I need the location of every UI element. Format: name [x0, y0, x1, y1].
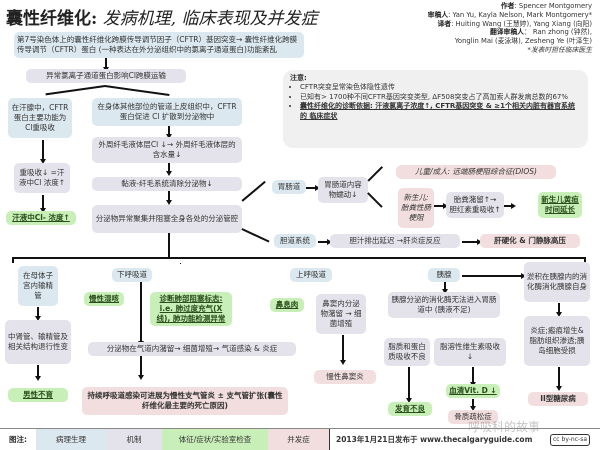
sinus-retention-box: 鼻窦内分泌物潴留 → 细菌增殖 [316, 294, 366, 334]
male-infertility-sign: 男性不育 [8, 388, 68, 402]
other-epithelia-box: 在身体其他部位的管道上皮组织中，CFTR蛋白促进 Cl 扩散到分泌物中 [92, 98, 242, 126]
mucociliary-box: 黏液-纤毛系统清除分泌物↓ [92, 177, 242, 191]
dios-box: 儿童/成人: 远端肠梗阻综合征(DIOS) [396, 165, 556, 179]
legend-signs-symptoms: 体征/症状/实验室检查 [162, 429, 268, 450]
notes-panel: 注意: CFTR突变呈常染色体隐性遗传 已知有> 1700种不同CFTR基因突变… [283, 70, 588, 148]
pancreatic-inflammation-box: 炎症;瘢痕增生& 脂肪组织渗透;胰岛细胞受损 [524, 316, 590, 366]
secretions-box: 分泌物异常聚集并阻塞全身各处的分泌管腔 [92, 205, 242, 233]
failure-to-thrive-sign: 发育不良 [388, 402, 432, 416]
fat-vitamin-malabsorption-box: 脂溶性维生素吸收↓ [434, 338, 506, 366]
legend-complications: 并发症 [268, 429, 330, 450]
legend-bar: 图注: 病理生理 机制 体征/症状/实验室检查 并发症 2013年1月21日发布… [0, 428, 600, 450]
cc-license-icon: cc by-nc-sa [550, 433, 590, 446]
legend-label: 图注: [9, 435, 27, 444]
biliary-box: 胆道系统 [274, 234, 316, 248]
chronic-cough-sign: 慢性湿咳 [84, 292, 124, 306]
cftr-mutation-box: 第7号染色体上的囊性纤维化跨膜传导调节因子（CFTR）基因突变→ 囊性纤维化跨膜… [14, 32, 304, 58]
abnormal-channel-box: 异常氯离子通道蛋白影响Cl跨膜运输 [26, 69, 186, 83]
reabsorption-box: 重吸收↓ =汗液中Cl 浓度↑ [14, 163, 70, 193]
vas-deferens-box: 在母体子宫内输精管 [18, 266, 58, 306]
page-title: 囊性纤维化: 发病机理, 临床表现及并发症 [6, 9, 318, 29]
airway-retention-box: 分泌物在气道内潴留→ 细菌增殖→ 气道感染 & 炎症 [88, 342, 296, 356]
meconium-retention-box: 胎粪潴留↑→ 胆红素重吸收↑ [446, 192, 504, 218]
osteoporosis-box: 骨质疏松症 [448, 410, 498, 424]
chronic-sinusitis-box: 慢性鼻窦炎 [314, 370, 376, 384]
meconium-ileus-box: 新生儿:胎粪性肠梗阻 [398, 188, 434, 228]
asl-box: 外周纤毛液体层Cl ↓→ 外周纤毛液体层的含水量↓ [92, 137, 242, 163]
neonatal-jaundice-sign: 新生儿黄疸时间延长 [538, 192, 582, 218]
sweat-chloride-sign: 汗液中Cl- 浓度↑ [6, 211, 76, 225]
degeneration-box: 中肾管、输精管及相关结构退行性变 [5, 320, 71, 364]
gi-motility-box: 胃肠道内容物蠕动↓ [318, 177, 368, 203]
lower-airway-box: 下呼吸道 [112, 268, 152, 282]
gi-tract-box: 胃肠道 [272, 180, 306, 194]
sweat-gland-box: 在汗腺中，CFTR蛋白主要功能为Cl重吸收 [8, 98, 72, 138]
cirrhosis-box: 肝硬化 & 门静脉高压 [480, 234, 580, 248]
legend-mechanism: 机制 [106, 429, 162, 450]
bronchiectasis-box: 持续呼吸道感染可进展为慢性支气管炎 ± 支气管扩张(囊性纤维化最主要的死亡原因) [82, 387, 288, 415]
autodigestion-box: 淤积在胰腺内的消化酶消化胰腺自身 [524, 262, 590, 302]
pancreas-box: 胰腺 [428, 268, 460, 282]
bile-delay-box: 胆汁排出延迟 →肝炎症反应 [330, 234, 460, 248]
enzymes-blocked-box: 胰腺分泌的消化酶无法进入胃肠道中 (胰液不足) [388, 292, 500, 318]
diabetes-box: II型糖尿病 [528, 392, 588, 406]
obstruction-markers-sign: 诊断肺部阻塞标志: i.e. 肺过度充气(X线), 肺功能检测异常 [150, 292, 232, 326]
vitamin-d-sign: 血清Vit. D ↓ [446, 384, 500, 398]
legend-pathophysiology: 病理生理 [36, 429, 106, 450]
authors-block: 作者: Spencer Montgomery 审稿人: Yan Yu, Kayl… [427, 2, 592, 55]
published-info: 2013年1月21日发布于 www.thecalgaryguide.com [336, 435, 533, 444]
fat-protein-malabsorption-box: 脂质和蛋白质吸收不良 [384, 338, 430, 366]
nasal-polyps-sign: 鼻息肉 [270, 298, 304, 312]
upper-airway-box: 上呼吸道 [290, 268, 332, 282]
watermark: 呼吸科的故事 [467, 420, 540, 434]
